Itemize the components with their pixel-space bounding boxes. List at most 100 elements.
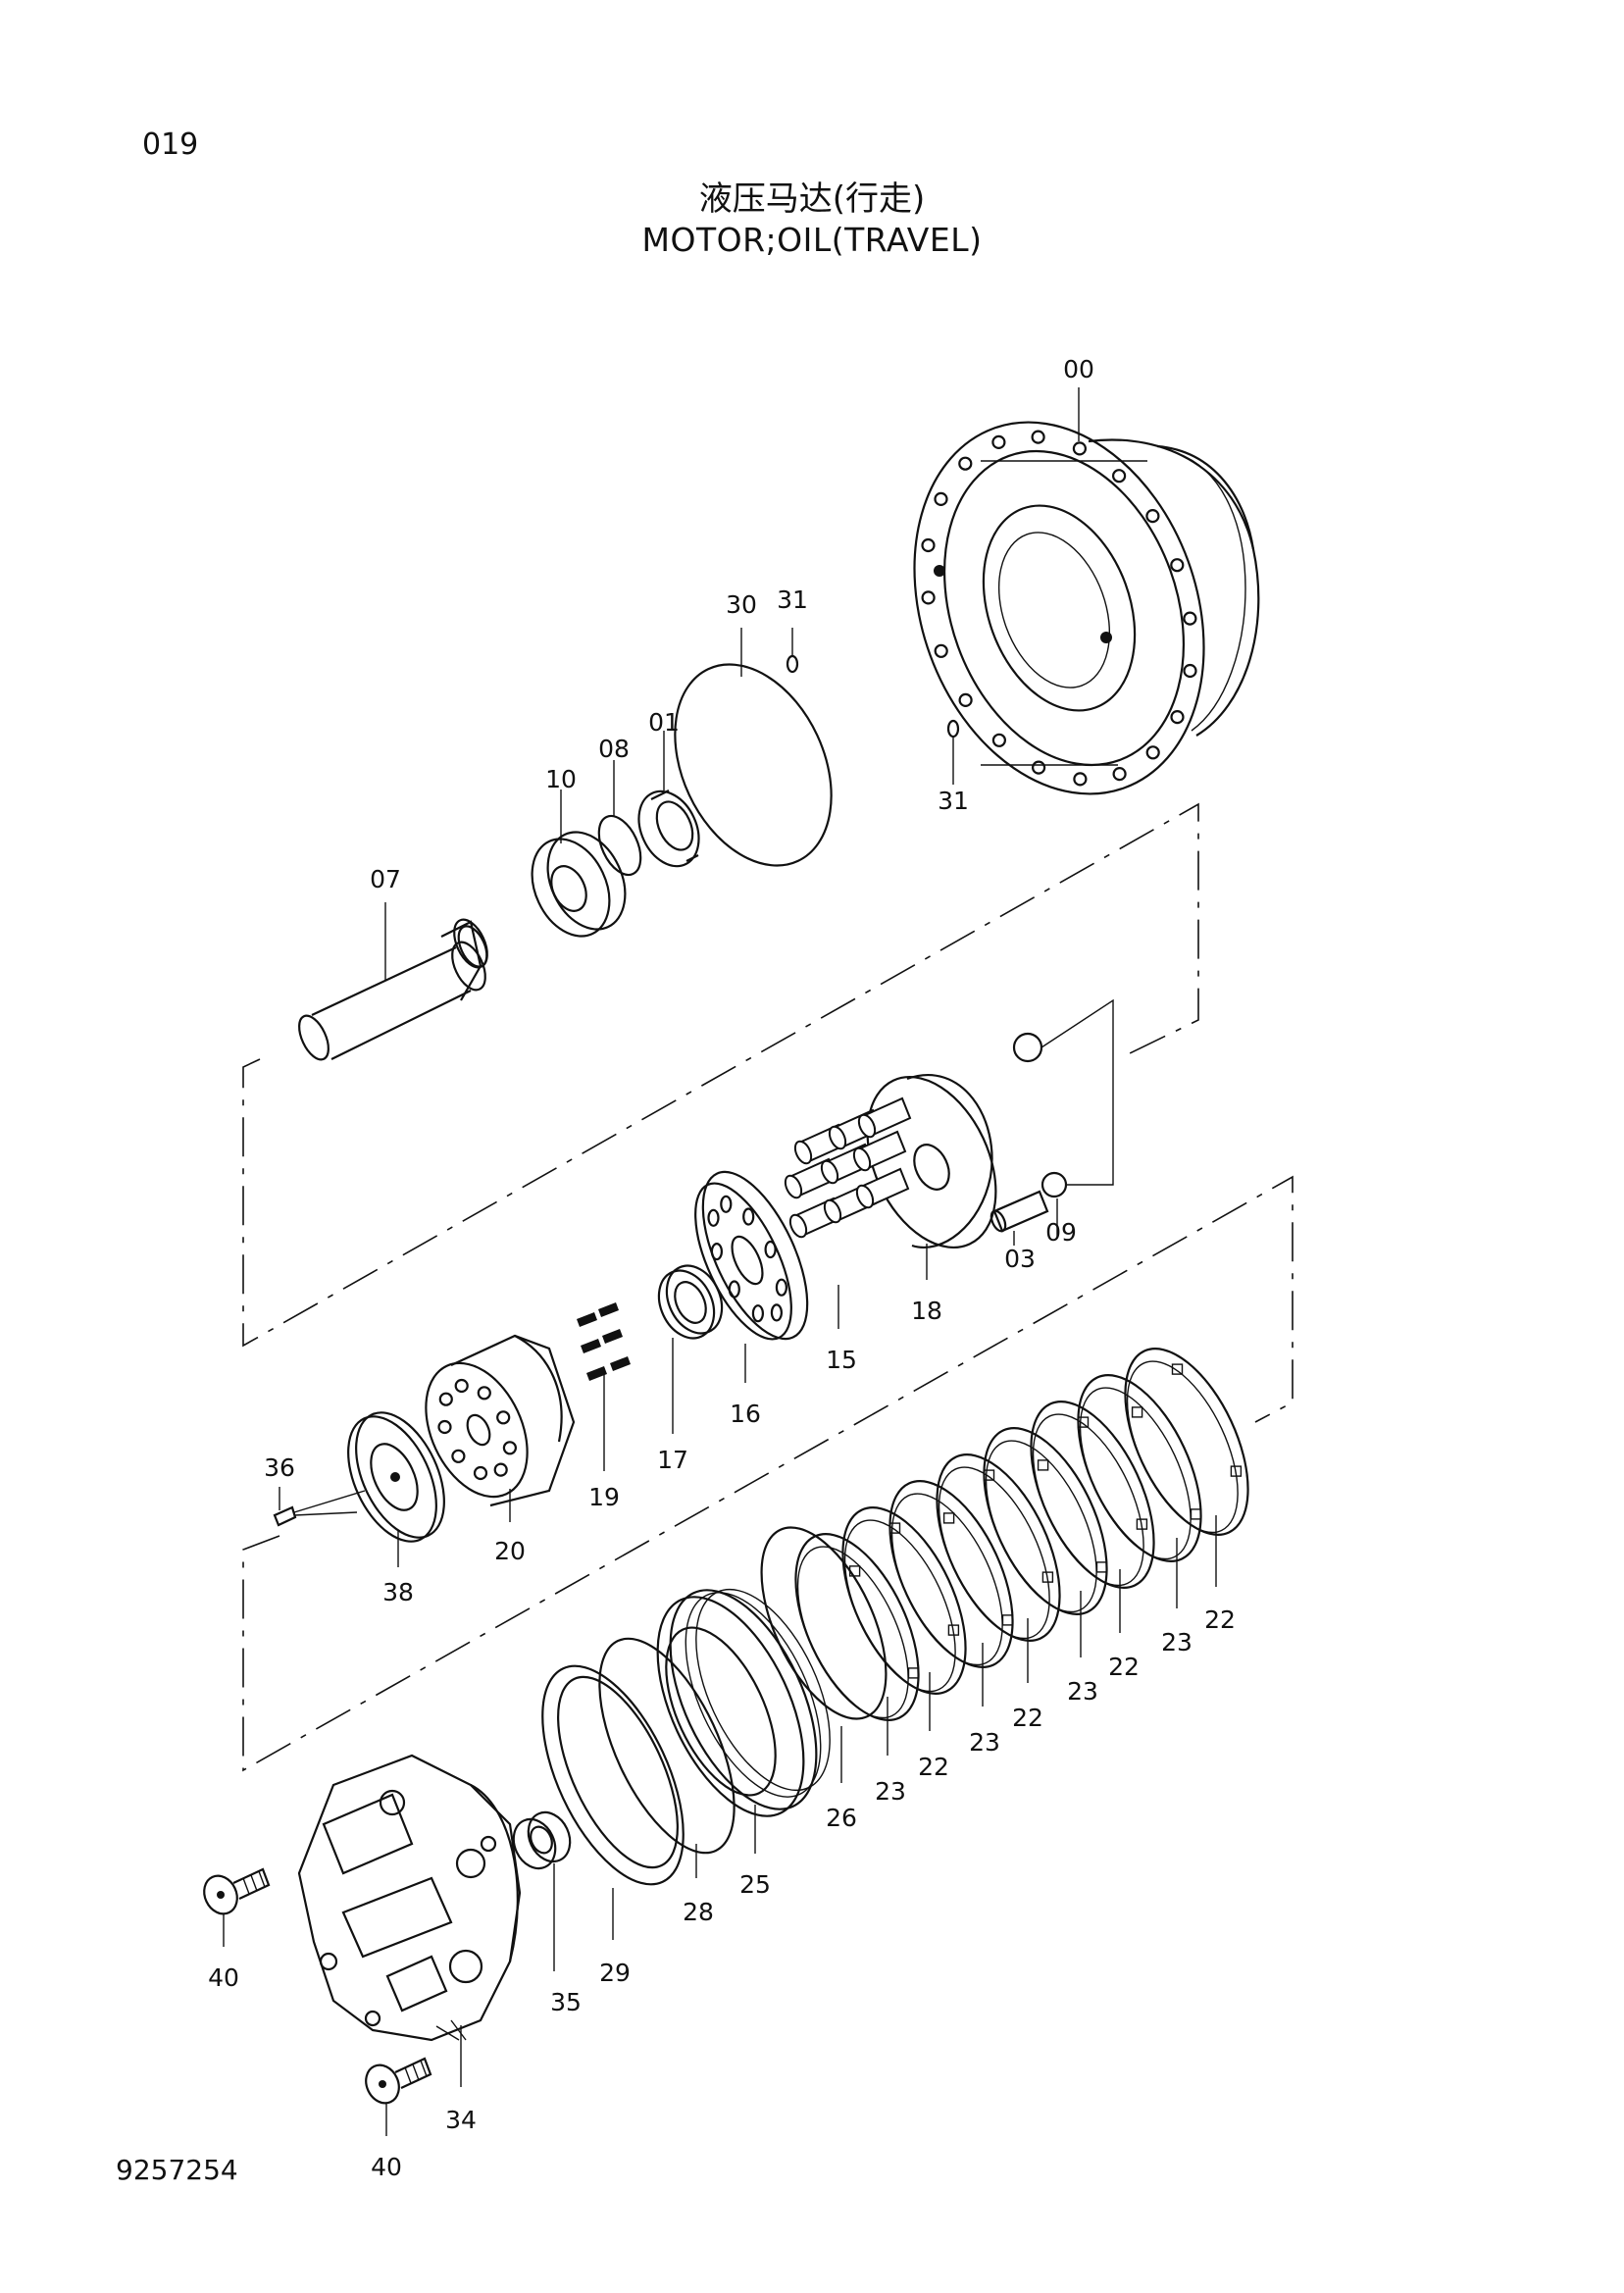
plate-tooth xyxy=(1171,1363,1184,1375)
callout-07: 07 xyxy=(370,865,401,893)
callout-28: 28 xyxy=(683,1898,714,1926)
oil-seal xyxy=(637,790,700,868)
callout-15: 15 xyxy=(826,1346,857,1374)
plate-tooth xyxy=(907,1667,920,1679)
spring xyxy=(581,1339,601,1353)
friction-plate xyxy=(1124,1348,1249,1536)
plate-tooth xyxy=(983,1469,995,1481)
housing-bolt-hole xyxy=(1170,558,1185,573)
housing-bolt-hole xyxy=(921,590,936,605)
separator-plate xyxy=(983,1427,1108,1615)
separator-plate xyxy=(888,1480,1014,1668)
callout-03: 03 xyxy=(1004,1245,1036,1273)
housing-bolt-hole xyxy=(934,643,948,658)
spring xyxy=(610,1356,631,1371)
housing-bolt-hole xyxy=(991,733,1007,747)
callout-22-b: 22 xyxy=(1108,1653,1140,1681)
plate-inner-edge xyxy=(890,1493,1003,1666)
piston-assembly xyxy=(784,1096,912,1239)
snap-ring xyxy=(597,814,642,877)
plate-inner-edge xyxy=(796,1546,909,1719)
callout-38: 38 xyxy=(382,1578,414,1606)
housing-bolt-hole xyxy=(1031,430,1045,444)
housing-bolt-hole xyxy=(1073,772,1088,787)
callout-31-top: 31 xyxy=(777,586,808,614)
callout-22-c: 22 xyxy=(1012,1704,1043,1732)
retainer-hole xyxy=(751,1304,765,1323)
callout-09: 09 xyxy=(1045,1218,1077,1247)
retainer-hole xyxy=(728,1280,740,1299)
callout-22-d: 22 xyxy=(918,1753,949,1781)
cylinder-bore xyxy=(502,1441,518,1455)
friction-plate xyxy=(1030,1401,1155,1589)
callout-10: 10 xyxy=(545,765,577,793)
callout-40-upper: 40 xyxy=(208,1963,239,1992)
callout-34: 34 xyxy=(445,2106,477,2134)
housing-bolt-hole xyxy=(1170,709,1185,725)
title-english: MOTOR;OIL(TRAVEL) xyxy=(641,221,983,259)
cylinder-bore xyxy=(451,1449,466,1463)
callout-36: 36 xyxy=(264,1453,295,1482)
piston-shoe xyxy=(857,1113,877,1139)
retainer-plate xyxy=(694,1170,809,1341)
socket-bolt-upper xyxy=(203,1867,271,1915)
pin xyxy=(990,1190,1049,1233)
cylinder-bore xyxy=(473,1465,488,1481)
socket-bolt-lower xyxy=(365,2057,432,2105)
callout-16: 16 xyxy=(730,1400,761,1428)
seal-ring-large xyxy=(674,663,833,867)
dowel-pin xyxy=(273,1490,366,1527)
ball-pin xyxy=(1012,1032,1068,1198)
callout-31-bottom: 31 xyxy=(938,787,969,815)
plate-tooth xyxy=(1001,1614,1014,1626)
piston-shoe xyxy=(793,1140,813,1165)
housing-bolt-hole xyxy=(958,692,973,708)
callout-25: 25 xyxy=(739,1870,771,1899)
cylinder-bore xyxy=(454,1378,469,1394)
plate-tooth xyxy=(1095,1561,1108,1573)
spring xyxy=(598,1302,619,1317)
leader-lines xyxy=(223,387,1217,2136)
housing-bolt-hole xyxy=(1072,441,1088,456)
housing-bolt-hole xyxy=(1111,469,1127,484)
retainer-hole xyxy=(770,1303,784,1322)
plate-tooth xyxy=(947,1624,960,1636)
friction-plate xyxy=(936,1453,1061,1642)
callout-22-a: 22 xyxy=(1204,1605,1236,1634)
retainer-hole xyxy=(742,1207,755,1226)
separator-plate xyxy=(794,1533,920,1721)
plate-tooth xyxy=(1077,1416,1090,1428)
plate-tooth xyxy=(1037,1459,1049,1471)
callout-23-d: 23 xyxy=(875,1777,906,1806)
drawing-number: 9257254 xyxy=(116,2154,238,2186)
plate-tooth xyxy=(1131,1406,1143,1418)
cylinder-bore xyxy=(496,1410,511,1425)
spring xyxy=(602,1329,623,1344)
callout-29: 29 xyxy=(599,1959,631,1987)
housing-bolt-hole xyxy=(1145,508,1160,524)
plate-tooth xyxy=(942,1512,955,1524)
callout-19: 19 xyxy=(588,1483,620,1511)
callout-26: 26 xyxy=(826,1804,857,1832)
plate-inner-edge xyxy=(1079,1387,1192,1560)
cylinder-bore xyxy=(493,1462,508,1477)
separator-plate xyxy=(1077,1374,1202,1562)
o-ring-backup xyxy=(541,1664,685,1886)
plate-inner-edge xyxy=(1126,1360,1239,1534)
plate-inner-edge xyxy=(1032,1413,1144,1587)
spherical-bushing xyxy=(657,1264,724,1340)
retainer-hole xyxy=(720,1195,733,1213)
title-chinese: 液压马达(行走) xyxy=(698,179,926,219)
friction-plate-stack xyxy=(794,1348,1249,1721)
housing-bolt-hole xyxy=(921,537,936,553)
plate-tooth xyxy=(888,1522,901,1534)
spring xyxy=(577,1312,597,1327)
callout-08: 08 xyxy=(598,735,630,763)
motor-housing xyxy=(913,421,1260,795)
piston-shoe xyxy=(855,1184,875,1209)
o-ring-large xyxy=(598,1637,736,1855)
plate-tooth xyxy=(1230,1465,1243,1477)
plate-inner-edge xyxy=(843,1519,956,1693)
housing-bolt-hole xyxy=(1031,760,1046,775)
retainer-hole xyxy=(764,1240,777,1259)
